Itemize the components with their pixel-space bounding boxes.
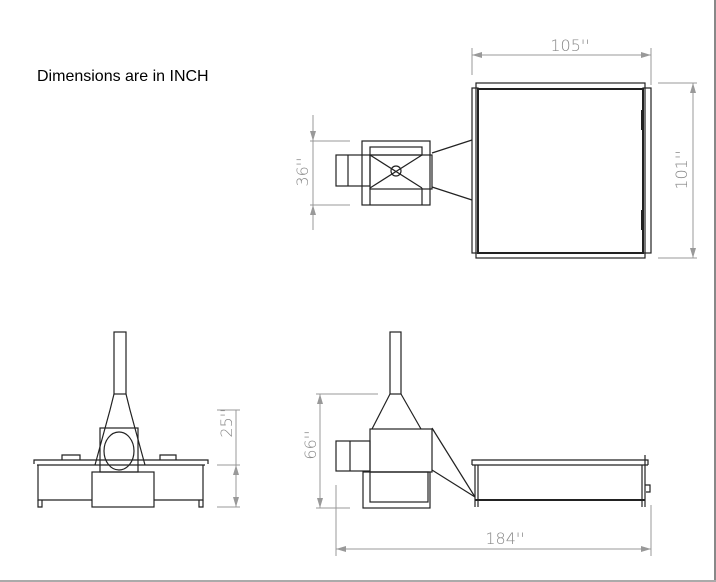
dimension-overall-length: 184'' — [485, 529, 524, 548]
units-note: Dimensions are in INCH — [37, 68, 209, 85]
front-view: 25'' — [33, 331, 240, 508]
sheet-border-right — [714, 0, 716, 582]
dimension-front-height: 25'' — [217, 408, 236, 437]
dimension-top-depth: 101'' — [672, 150, 691, 189]
side-view: 66'' 184'' — [301, 331, 652, 556]
dimension-unit-width: 36'' — [293, 157, 312, 186]
top-view: 105'' 101'' 36'' — [293, 36, 697, 259]
sheet-border-bottom — [0, 580, 716, 582]
dimension-side-height: 66'' — [301, 430, 320, 459]
dimension-top-width: 105'' — [550, 36, 589, 55]
